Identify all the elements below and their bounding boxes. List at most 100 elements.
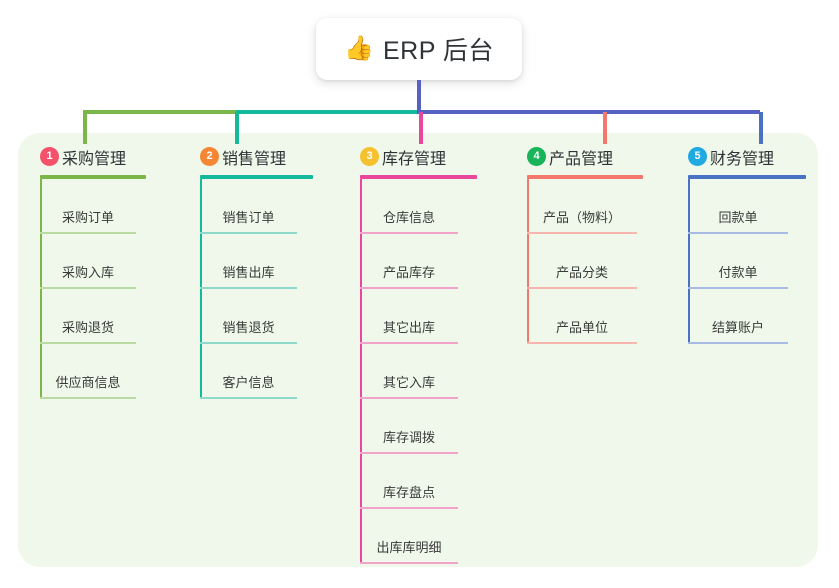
connector-stub-1 xyxy=(83,112,87,144)
leaf-node[interactable]: 回款单 xyxy=(688,179,788,234)
leaf-label: 产品单位 xyxy=(555,320,608,335)
leaf-node[interactable]: 销售出库 xyxy=(200,234,297,289)
leaf-node[interactable]: 产品库存 xyxy=(360,234,458,289)
leaf-node[interactable]: 库存盘点 xyxy=(360,454,458,509)
leaf-label: 其它出库 xyxy=(382,320,435,335)
leaf-rule xyxy=(360,342,458,344)
column-rule-4 xyxy=(527,175,643,179)
column-title-4: 产品管理 xyxy=(549,151,614,168)
leaf-rule xyxy=(360,397,458,399)
leaf-label: 采购订单 xyxy=(61,210,114,225)
leaf-label: 回款单 xyxy=(718,210,758,225)
leaf-rule xyxy=(200,287,297,289)
root-connector-line xyxy=(417,80,421,113)
column-rule-3 xyxy=(360,175,477,179)
connector-bar-teal xyxy=(236,110,419,114)
leaf-rule xyxy=(200,342,297,344)
leaf-rule xyxy=(527,287,637,289)
root-node[interactable]: 👍 ERP 后台 xyxy=(316,18,522,80)
leaf-rule xyxy=(360,452,458,454)
connector-stub-3 xyxy=(419,112,423,144)
leaf-rule xyxy=(688,232,788,234)
column-title-1: 采购管理 xyxy=(62,151,127,168)
leaf-node[interactable]: 结算账户 xyxy=(688,289,788,344)
leaf-node[interactable]: 产品分类 xyxy=(527,234,637,289)
leaf-label: 产品库存 xyxy=(382,265,435,280)
leaf-label: 出库库明细 xyxy=(376,540,442,555)
connector-stub-2 xyxy=(235,112,239,144)
leaf-rule xyxy=(360,287,458,289)
leaf-rule xyxy=(527,342,637,344)
leaf-node[interactable]: 采购退货 xyxy=(40,289,136,344)
leaf-node[interactable]: 供应商信息 xyxy=(40,344,136,399)
connector-bar-blue xyxy=(417,110,760,114)
leaf-rule xyxy=(200,397,297,399)
leaf-rule xyxy=(360,232,458,234)
leaf-node[interactable]: 产品单位 xyxy=(527,289,637,344)
column-badge-1: 1 xyxy=(40,147,59,166)
leaf-node[interactable]: 采购订单 xyxy=(40,179,136,234)
column-items-2: 销售订单销售出库销售退货客户信息 xyxy=(200,179,313,399)
column-items-4: 产品（物料） 产品分类产品单位 xyxy=(527,179,643,344)
root-title: ERP 后台 xyxy=(382,37,494,65)
leaf-node[interactable]: 销售退货 xyxy=(200,289,297,344)
leaf-rule xyxy=(40,342,136,344)
column-spine-4 xyxy=(527,179,529,344)
column-spine-2 xyxy=(200,179,202,399)
column-spine-3 xyxy=(360,179,362,564)
diagram-panel xyxy=(18,133,818,567)
column-badge-3: 3 xyxy=(360,147,379,166)
leaf-label: 销售出库 xyxy=(222,265,275,280)
leaf-rule xyxy=(40,232,136,234)
leaf-label: 库存盘点 xyxy=(382,485,435,500)
column-rule-5 xyxy=(688,175,806,179)
column-rule-2 xyxy=(200,175,313,179)
leaf-node[interactable]: 出库库明细 xyxy=(360,509,458,564)
leaf-rule xyxy=(200,232,297,234)
leaf-rule xyxy=(688,342,788,344)
leaf-node[interactable]: 销售订单 xyxy=(200,179,297,234)
column-badge-2: 2 xyxy=(200,147,219,166)
leaf-node[interactable]: 库存调拨 xyxy=(360,399,458,454)
leaf-label: 采购入库 xyxy=(61,265,114,280)
leaf-label: 客户信息 xyxy=(222,375,275,390)
column-items-1: 采购订单采购入库采购退货供应商信息 xyxy=(40,179,146,399)
leaf-label: 库存调拨 xyxy=(382,430,435,445)
leaf-node[interactable]: 仓库信息 xyxy=(360,179,458,234)
leaf-node[interactable]: 付款单 xyxy=(688,234,788,289)
leaf-label: 产品分类 xyxy=(555,265,608,280)
leaf-label: 销售订单 xyxy=(222,210,275,225)
leaf-label: 其它入库 xyxy=(382,375,435,390)
leaf-node[interactable]: 采购入库 xyxy=(40,234,136,289)
column-title-5: 财务管理 xyxy=(710,151,775,168)
column-spine-1 xyxy=(40,179,42,399)
leaf-node[interactable]: 其它入库 xyxy=(360,344,458,399)
leaf-rule xyxy=(360,507,458,509)
column-title-3: 库存管理 xyxy=(382,151,447,168)
leaf-label: 产品（物料） xyxy=(542,210,621,225)
leaf-node[interactable]: 其它出库 xyxy=(360,289,458,344)
column-badge-5: 5 xyxy=(688,147,707,166)
leaf-rule xyxy=(40,397,136,399)
connector-bar-green xyxy=(83,110,236,114)
leaf-rule xyxy=(40,287,136,289)
leaf-label: 采购退货 xyxy=(61,320,114,335)
leaf-label: 仓库信息 xyxy=(382,210,435,225)
leaf-node[interactable]: 产品（物料） xyxy=(527,179,637,234)
column-badge-4: 4 xyxy=(527,147,546,166)
leaf-label: 供应商信息 xyxy=(55,375,121,390)
leaf-label: 销售退货 xyxy=(222,320,275,335)
thumbs-up-icon: 👍 xyxy=(344,35,374,62)
leaf-node[interactable]: 客户信息 xyxy=(200,344,297,399)
column-spine-5 xyxy=(688,179,690,344)
